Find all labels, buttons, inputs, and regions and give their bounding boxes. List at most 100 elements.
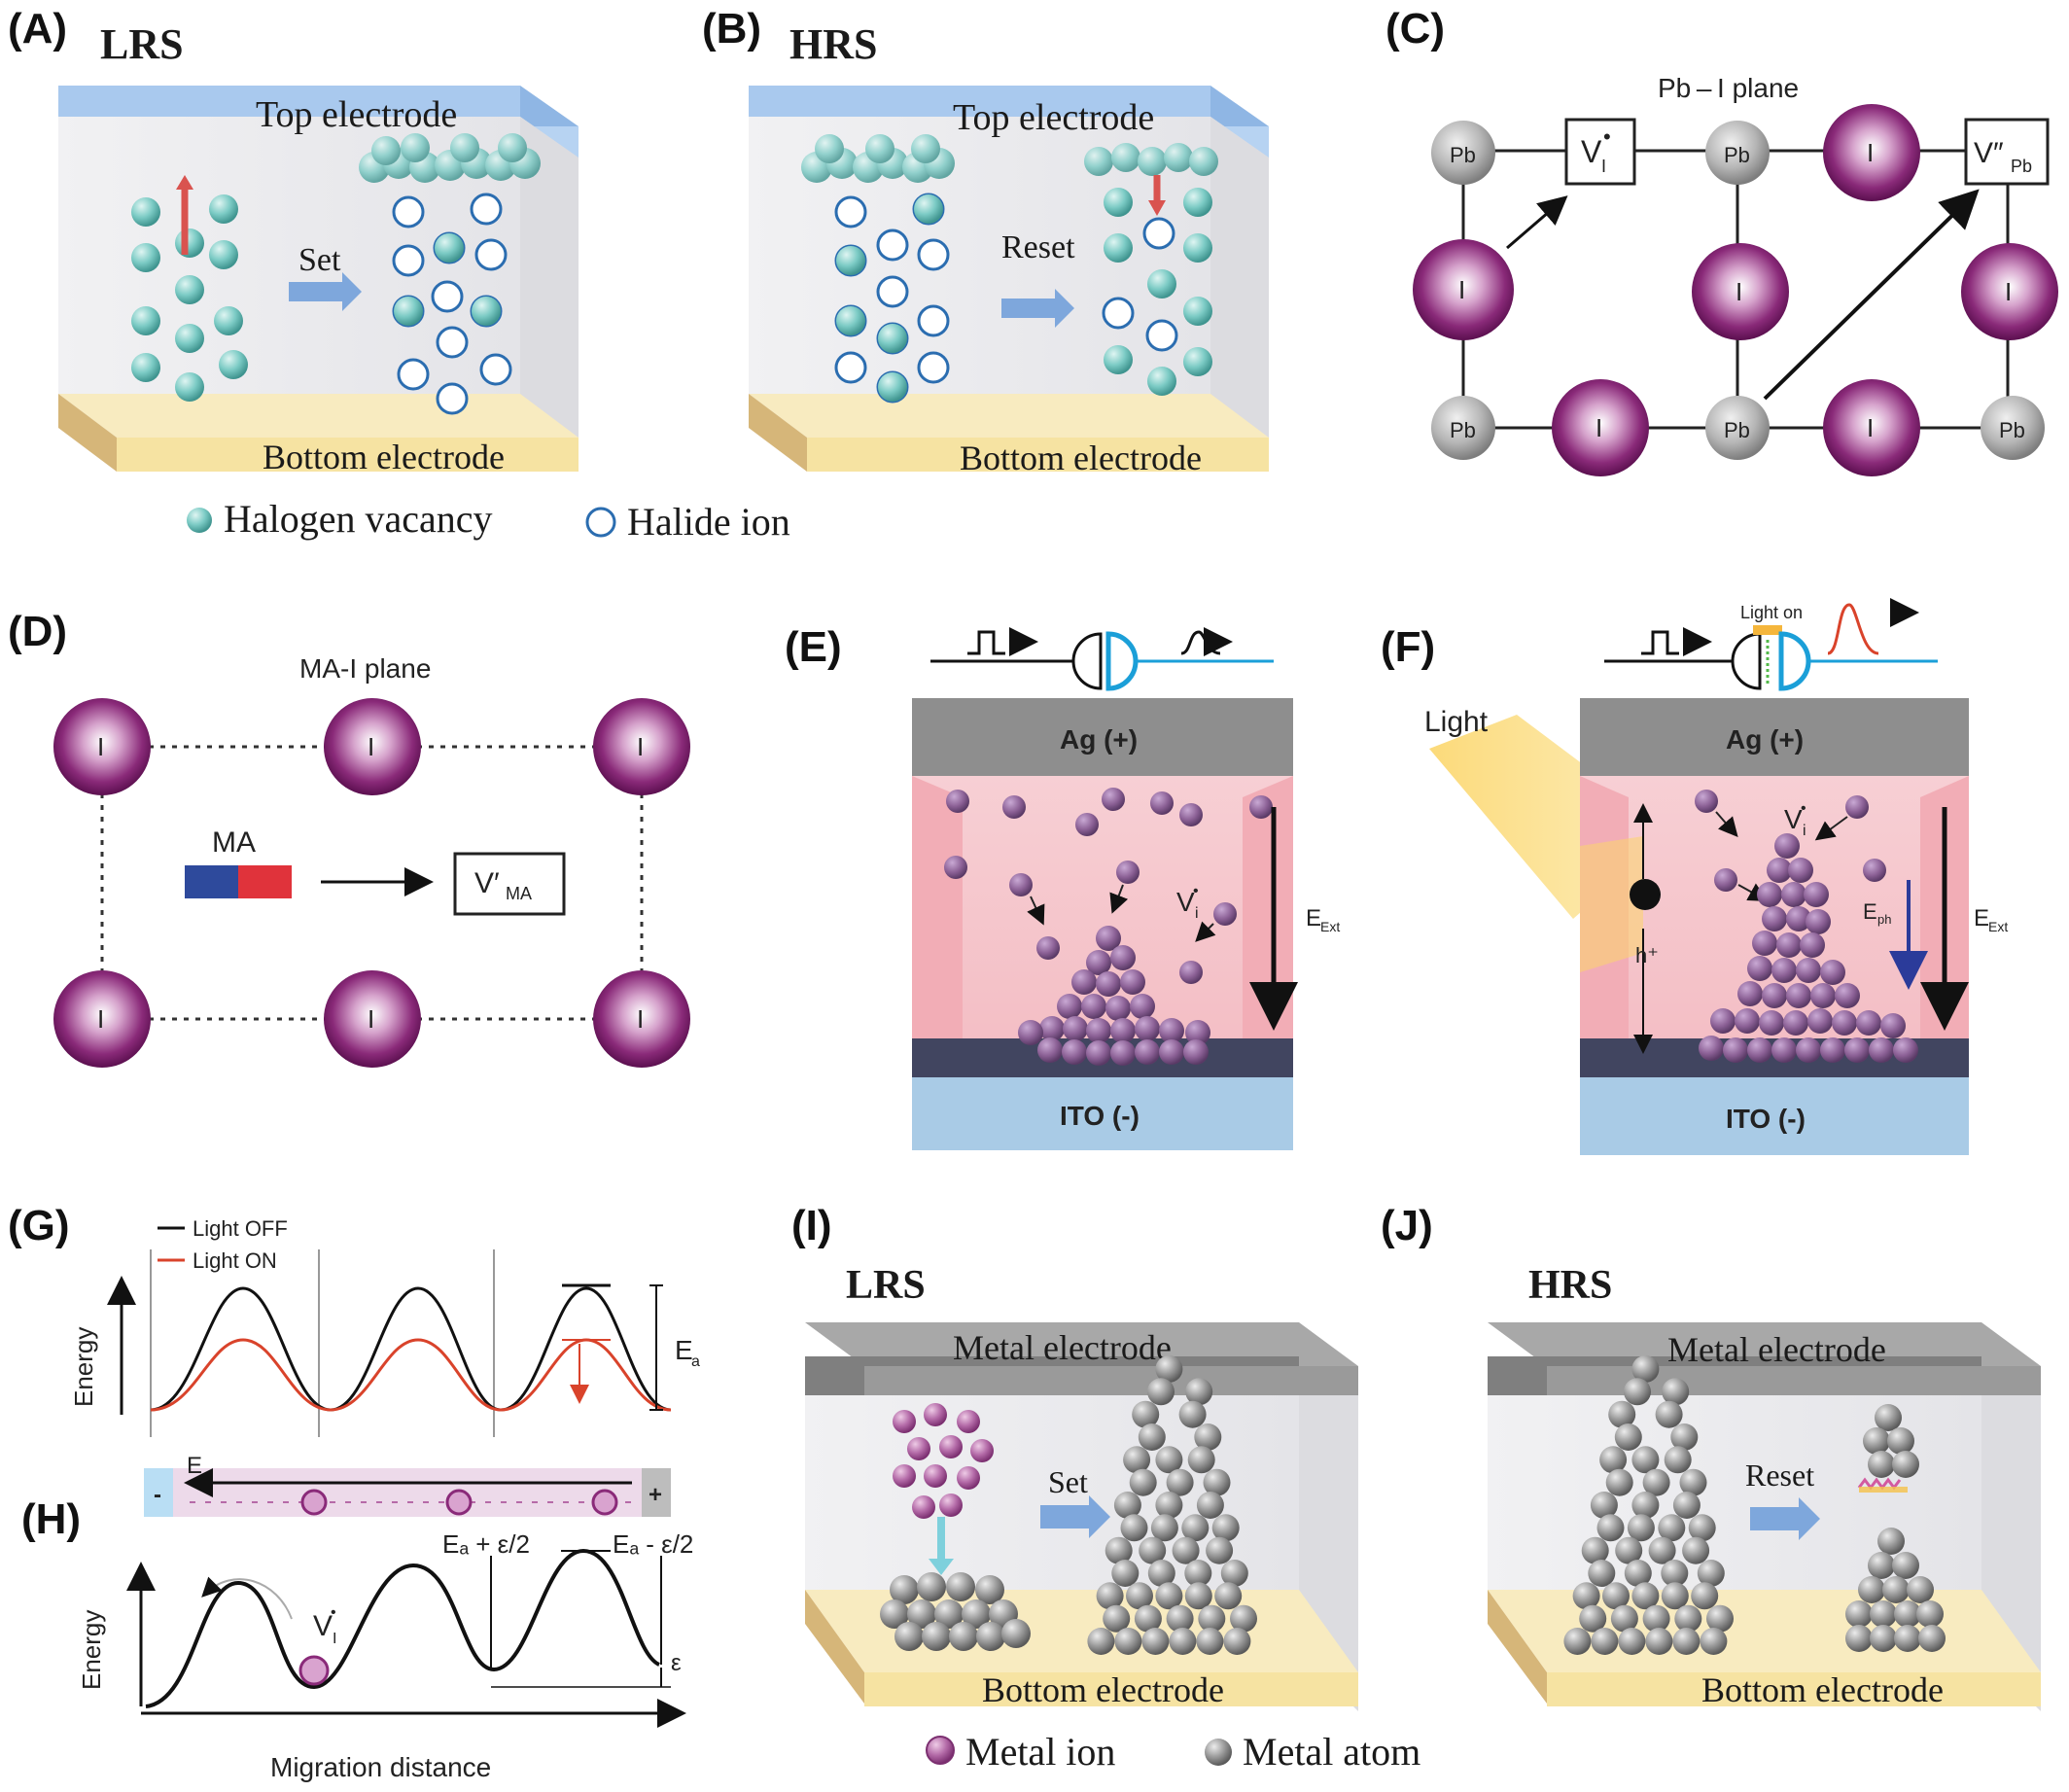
metal-atom	[1103, 1604, 1131, 1633]
legend-metal-atom: Metal atom	[1243, 1730, 1420, 1774]
vacancy-subscript: i	[1195, 905, 1199, 922]
state-label-lrs: LRS	[846, 1263, 926, 1308]
vacancy-superscript: •	[331, 1604, 336, 1621]
i-label: I	[368, 732, 374, 761]
state-label-hrs: HRS	[1528, 1263, 1612, 1308]
metal-atom	[1129, 1468, 1157, 1496]
panel-label-e: (E)	[785, 623, 842, 671]
metal-filament	[1563, 1355, 1734, 1655]
iodide-vacancy-box	[1564, 118, 1636, 186]
reset-label: Reset	[1001, 229, 1075, 265]
bottom-electrode-label: Bottom electrode	[1701, 1670, 1944, 1709]
metal-atom	[1674, 1604, 1702, 1633]
vacancy-arrow	[1506, 195, 1568, 250]
metal-filament	[1087, 1355, 1257, 1655]
panel-label-h: (H)	[21, 1495, 81, 1543]
metal-atom-pile	[880, 1572, 1031, 1651]
panel-label-i: (I)	[791, 1202, 832, 1249]
metal-atom	[1591, 1628, 1619, 1655]
panel-label-f: (F)	[1381, 623, 1435, 671]
legend-ij: Metal ion Metal atom	[926, 1730, 1420, 1774]
ito-electrode	[912, 1077, 1293, 1150]
metal-atom	[1105, 1536, 1133, 1564]
metal-atom	[1624, 1560, 1652, 1587]
metal-ion-legend-icon	[926, 1736, 955, 1765]
pb-label: Pb	[1450, 418, 1476, 442]
panel-h: (H) - + E Energy Migration distance V I …	[21, 1453, 693, 1782]
legend-ab: Halogen vacancy Halide ion	[187, 497, 790, 544]
bottom-electrode	[117, 438, 579, 472]
synapse-icon	[930, 627, 1274, 691]
metal-atom	[1661, 1582, 1689, 1610]
metal-atom	[1610, 1604, 1638, 1633]
metal-atom	[1113, 1492, 1141, 1519]
i-label: I	[368, 1004, 374, 1034]
plane-title: MA-I plane	[299, 653, 431, 684]
metal-atom	[1682, 1536, 1710, 1564]
metal-atom	[1672, 1628, 1701, 1655]
set-arrow-icon	[289, 272, 362, 311]
vacancy-superscript: •	[1193, 883, 1199, 899]
metal-atom	[1627, 1514, 1655, 1542]
iodide-atoms	[1413, 104, 2058, 476]
legend-metal-ion: Metal ion	[965, 1730, 1115, 1774]
filament	[1699, 833, 1918, 1063]
metal-atom	[1691, 1582, 1719, 1610]
ito-electrode-label: ITO (-)	[1726, 1104, 1806, 1134]
metal-atom	[1147, 1560, 1175, 1587]
photo-field-subscript: ph	[1877, 912, 1891, 927]
vacancy-ions	[1695, 790, 1886, 892]
metal-electrode-label: Metal electrode	[953, 1328, 1172, 1367]
metal-atom	[1134, 1604, 1162, 1633]
tilted-energy-curve	[145, 1548, 661, 1708]
vacancy-cluster-top	[359, 133, 541, 183]
metal-ions	[893, 1403, 994, 1519]
metal-atom	[1220, 1560, 1248, 1587]
metal-atom	[1206, 1536, 1234, 1564]
metal-atom	[1618, 1628, 1646, 1655]
panel-label-d: (D)	[8, 608, 67, 655]
i-label: I	[637, 732, 644, 761]
metal-atom	[1648, 1536, 1676, 1564]
metal-atom	[1631, 1492, 1660, 1519]
hole-label: h⁺	[1635, 943, 1659, 967]
metal-atom	[1608, 1400, 1636, 1428]
metal-atom	[1581, 1536, 1609, 1564]
barrier-forward-label: Eₐ + ε/2	[442, 1529, 530, 1559]
bottom-electrode-label: Bottom electrode	[263, 438, 505, 476]
metal-atom	[1194, 1423, 1222, 1451]
i-label: I	[2005, 277, 2012, 306]
metal-atom	[1662, 1378, 1690, 1406]
i-label: I	[1596, 413, 1602, 442]
ma-molecule	[185, 865, 238, 898]
ag-electrode-label: Ag (+)	[1060, 724, 1138, 755]
energy-curve-light-on	[150, 1338, 672, 1412]
metal-electrode-label: Metal electrode	[1667, 1330, 1886, 1369]
vacancy-symbol: V	[1176, 887, 1195, 917]
i-label: I	[97, 732, 104, 761]
i-label: I	[1867, 413, 1874, 442]
bottom-electrode	[1547, 1672, 2041, 1706]
set-label: Set	[298, 242, 341, 278]
barrier-backward-label: Eₐ - ε/2	[613, 1529, 693, 1559]
vacancy-symbol: V	[1581, 134, 1602, 169]
metal-atom	[1147, 1378, 1175, 1406]
vacancy-cluster-right	[1104, 188, 1212, 396]
metal-atom	[1631, 1446, 1660, 1474]
metal-atom	[1114, 1628, 1142, 1655]
ion-icon	[591, 1489, 618, 1516]
vacancy-subscript: MA	[506, 884, 532, 903]
halide-cluster-right	[1102, 217, 1178, 352]
metal-atom	[1087, 1628, 1115, 1655]
metal-atom	[1138, 1423, 1166, 1451]
metal-atom	[1141, 1628, 1170, 1655]
vacancy-symbol: V′	[474, 867, 500, 899]
state-label-hrs: HRS	[789, 20, 877, 68]
vacancy-symbol: V	[313, 1610, 333, 1642]
metal-atom	[1132, 1400, 1160, 1428]
metal-atom	[1706, 1604, 1734, 1633]
metal-atom	[1169, 1628, 1197, 1655]
i-label: I	[1867, 138, 1874, 167]
reset-label: Reset	[1745, 1458, 1814, 1493]
metal-atom	[1178, 1400, 1207, 1428]
